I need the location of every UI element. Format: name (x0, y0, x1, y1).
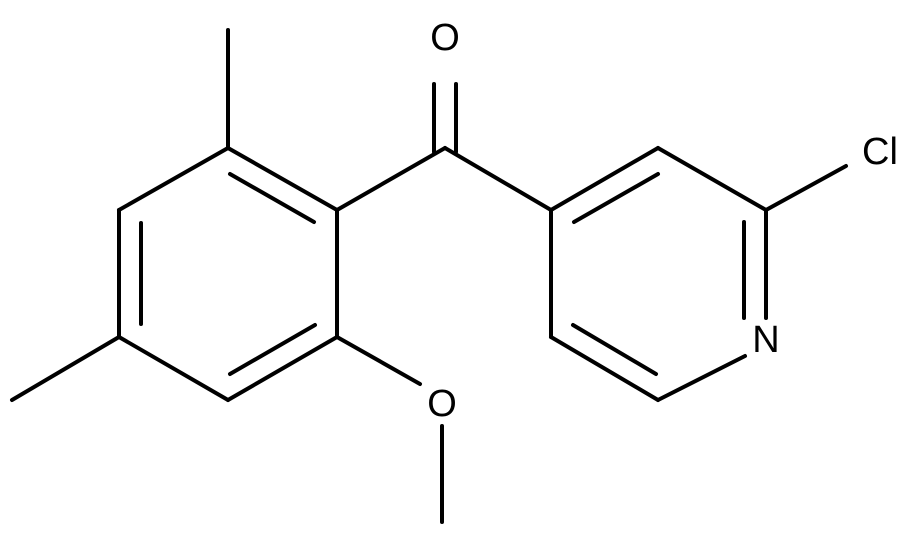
atom-label-methoxy-oxygen: O (427, 383, 457, 425)
bond-pyr-c6-c5 (549, 335, 660, 402)
bond-carbonyl-aryl (335, 146, 447, 212)
atom-label-nitrogen: N (752, 319, 779, 361)
bond-aryl-c5-c6-inner (228, 323, 317, 376)
bonds (10, 28, 848, 524)
bond-aryl-c2-c3 (117, 146, 230, 212)
atom-label-carbonyl-oxygen: O (430, 17, 460, 59)
bond-c2-cl (764, 164, 848, 212)
bond-pyr-c4-c3 (549, 146, 660, 212)
bond-pyr-c3-c2 (656, 146, 768, 212)
bond-aryl-c1-c2 (226, 146, 339, 212)
bond-aryl-c5-c6 (226, 335, 339, 402)
bond-aryl-c4-c5 (117, 335, 230, 402)
bond-pyr-n-c6 (656, 354, 747, 402)
bond-carbonyl-pyridine (443, 146, 553, 212)
atom-label-chlorine: Cl (862, 131, 898, 173)
atom-labels: O Cl N O (427, 17, 898, 425)
bond-methyl-left (10, 335, 121, 402)
bond-c6-methoxy-o (335, 335, 422, 386)
bond-pyr-c6-c5-inner (571, 323, 658, 376)
bond-aryl-c1-c2-inner (228, 172, 316, 224)
bond-pyr-c4-c3-inner (572, 172, 660, 224)
